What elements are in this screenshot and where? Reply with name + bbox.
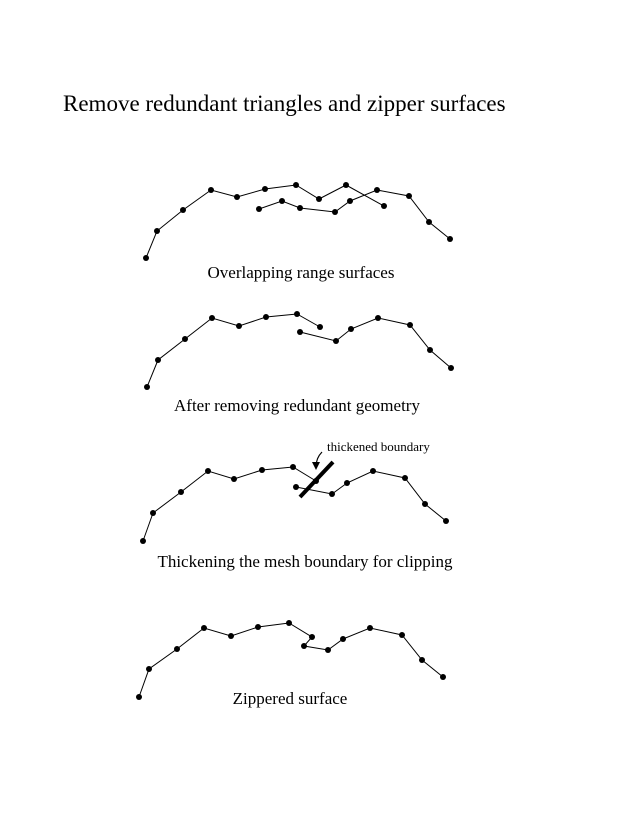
mesh-vertex (370, 468, 376, 474)
mesh-vertex (255, 624, 261, 630)
mesh-vertex (347, 198, 353, 204)
mesh-vertex (381, 203, 387, 209)
panel-removed-redundant (144, 311, 454, 390)
mesh-vertex (231, 476, 237, 482)
mesh-vertex (174, 646, 180, 652)
mesh-vertex (332, 209, 338, 215)
caption-removed-redundant: After removing redundant geometry (174, 396, 420, 415)
mesh-vertex (419, 657, 425, 663)
mesh-vertex (297, 329, 303, 335)
mesh-vertex (279, 198, 285, 204)
mesh-vertex (348, 326, 354, 332)
mesh-vertex (309, 634, 315, 640)
mesh-vertex (262, 186, 268, 192)
annotation-arrow-head-icon (312, 462, 320, 470)
thickened-boundary-mark (298, 460, 335, 499)
panel-thickening (140, 464, 449, 544)
mesh-vertex (263, 314, 269, 320)
mesh-vertex (316, 196, 322, 202)
mesh-vertex (146, 666, 152, 672)
mesh-vertex (209, 315, 215, 321)
mesh-surface-line (299, 317, 452, 369)
mesh-vertex (448, 365, 454, 371)
diagram-title: Remove redundant triangles and zipper su… (63, 91, 506, 116)
mesh-vertex (234, 194, 240, 200)
caption-overlapping: Overlapping range surfaces (208, 263, 395, 282)
mesh-surface-line (258, 189, 451, 240)
panel-overlapping (143, 182, 453, 261)
mesh-vertex (155, 357, 161, 363)
mesh-vertex (286, 620, 292, 626)
mesh-vertex (201, 625, 207, 631)
panel-zippered (136, 620, 446, 700)
mesh-vertex (317, 324, 323, 330)
mesh-vertex (440, 674, 446, 680)
mesh-vertex (154, 228, 160, 234)
mesh-vertex (144, 384, 150, 390)
mesh-vertex (344, 480, 350, 486)
caption-thickening: Thickening the mesh boundary for clippin… (157, 552, 453, 571)
mesh-vertex (443, 518, 449, 524)
mesh-vertex (426, 219, 432, 225)
mesh-vertex (297, 205, 303, 211)
mesh-vertex (427, 347, 433, 353)
mesh-surface-line (138, 622, 444, 698)
mesh-vertex (447, 236, 453, 242)
mesh-vertex (340, 636, 346, 642)
mesh-surface-line (142, 466, 317, 542)
mesh-vertex (290, 464, 296, 470)
mesh-vertex (136, 694, 142, 700)
mesh-vertex (236, 323, 242, 329)
mesh-vertex (228, 633, 234, 639)
mesh-surface-line (145, 184, 385, 259)
mesh-vertex (256, 206, 262, 212)
mesh-vertex (259, 467, 265, 473)
mesh-vertex (422, 501, 428, 507)
mesh-vertex (402, 475, 408, 481)
mesh-vertex (140, 538, 146, 544)
mesh-vertex (374, 187, 380, 193)
mesh-vertex (333, 338, 339, 344)
mesh-vertex (178, 489, 184, 495)
mesh-vertex (294, 311, 300, 317)
mesh-vertex (325, 647, 331, 653)
mesh-surface-line (146, 313, 321, 388)
annotation-thickened-boundary: thickened boundary (327, 439, 430, 454)
mesh-vertex (208, 187, 214, 193)
mesh-vertex (375, 315, 381, 321)
mesh-vertex (150, 510, 156, 516)
mesh-vertex (293, 484, 299, 490)
mesh-vertex (329, 491, 335, 497)
mesh-vertex (182, 336, 188, 342)
mesh-vertex (143, 255, 149, 261)
mesh-vertex (180, 207, 186, 213)
mesh-vertex (406, 193, 412, 199)
mesh-vertex (367, 625, 373, 631)
mesh-vertex (293, 182, 299, 188)
mesh-vertex (407, 322, 413, 328)
mesh-vertex (301, 643, 307, 649)
mesh-vertex (205, 468, 211, 474)
mesh-vertex (343, 182, 349, 188)
mesh-vertex (399, 632, 405, 638)
caption-zippered: Zippered surface (233, 689, 348, 708)
